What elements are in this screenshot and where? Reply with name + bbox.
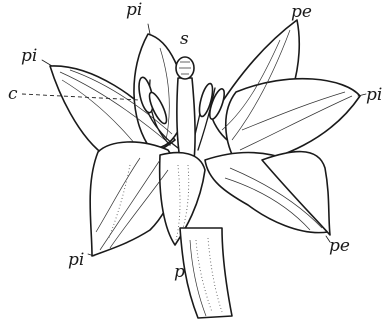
label-pi-right: pi: [366, 87, 382, 104]
label-p: p: [174, 264, 185, 281]
label-pi-bottom: pi: [68, 252, 84, 269]
leader-pi-top: [148, 24, 150, 34]
label-c: c: [8, 86, 18, 103]
label-pe-bottom: pe: [329, 238, 350, 255]
label-pe-top: pe: [291, 4, 312, 21]
label-pi-left: pi: [21, 48, 37, 65]
style: [177, 78, 195, 160]
leader-pi-left: [42, 60, 52, 66]
label-s: s: [180, 31, 189, 48]
pedicel: [180, 228, 232, 318]
label-pi-top: pi: [126, 2, 142, 19]
